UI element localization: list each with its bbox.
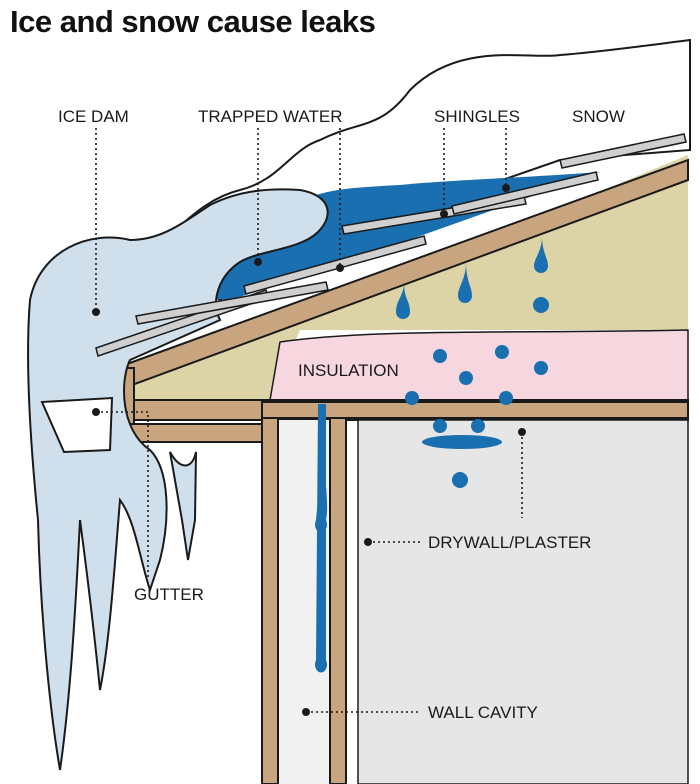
label-trapped-water: TRAPPED WATER bbox=[198, 107, 343, 126]
drop-9 bbox=[471, 419, 485, 433]
drop-7 bbox=[499, 391, 513, 405]
label-ice-dam: ICE DAM bbox=[58, 107, 129, 126]
shingle-2 bbox=[135, 281, 329, 325]
drip-1 bbox=[396, 282, 410, 319]
label-insulation: INSULATION bbox=[298, 361, 399, 380]
drip-2 bbox=[458, 262, 472, 303]
leader-lines bbox=[95, 128, 523, 713]
drop-10 bbox=[452, 472, 468, 488]
ceiling-stain-puddle bbox=[422, 435, 502, 449]
shingles-group bbox=[95, 133, 687, 357]
top-plate bbox=[261, 401, 689, 419]
ice-dam-mass bbox=[27, 188, 329, 771]
label-wall-cavity: WALL CAVITY bbox=[428, 703, 538, 722]
wall-leak-stream-2 bbox=[315, 404, 328, 533]
drop-4 bbox=[459, 371, 473, 385]
drop-2 bbox=[433, 349, 447, 363]
icicle-right bbox=[169, 451, 197, 561]
wall-stud-left bbox=[261, 401, 279, 784]
drop-3 bbox=[495, 345, 509, 359]
drywall-panel bbox=[357, 419, 689, 784]
leader-dots bbox=[92, 184, 526, 716]
drop-8 bbox=[433, 419, 447, 433]
insulation-batt bbox=[269, 329, 689, 401]
drop-6 bbox=[405, 391, 419, 405]
attic-drips bbox=[315, 236, 549, 673]
drop-1 bbox=[533, 297, 549, 313]
drip-3 bbox=[534, 236, 548, 273]
label-snow: SNOW bbox=[572, 107, 625, 126]
label-gutter: GUTTER bbox=[134, 585, 204, 604]
label-drywall: DRYWALL/PLASTER bbox=[428, 533, 591, 552]
shingle-3 bbox=[243, 235, 427, 295]
wall-stud-right bbox=[329, 401, 347, 784]
drop-5 bbox=[534, 361, 548, 375]
shingle-6 bbox=[559, 133, 687, 169]
label-shingles: SHINGLES bbox=[434, 107, 520, 126]
diagram-title: Ice and snow cause leaks bbox=[10, 4, 376, 39]
shingle-5 bbox=[451, 171, 599, 215]
